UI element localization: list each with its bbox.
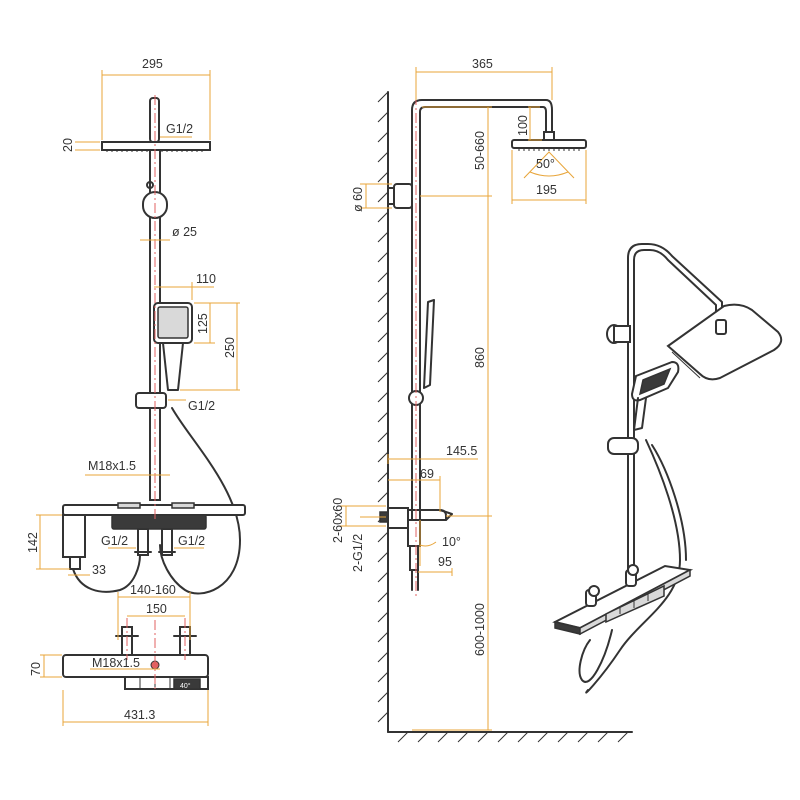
slide-holder [135,392,167,409]
dim-head-drop: 100 [516,115,530,136]
label-holder-thread: G1/2 [188,399,215,413]
perspective-head [666,303,783,381]
dim-rail-height: 860 [473,347,487,368]
dim-arm-projection: 365 [472,57,493,71]
label-head-thread: G1/2 [166,122,193,136]
dim-spout-length: 95 [438,555,452,569]
dim-valve-height: 142 [26,532,40,553]
overhead-shower-head [101,141,211,151]
dim-head-thickness: 20 [61,138,75,152]
top-view: 40° 140-160 150 70 M18x1.5 431.3 [29,583,209,726]
label-outlet-thread: M18x1.5 [88,459,136,473]
thermostatic-valve-front [62,502,246,593]
dim-total-width: 431.3 [124,708,155,722]
handheld-shower [153,302,193,391]
label-inlet-right: G1/2 [178,534,205,548]
dim-center-range: 140-160 [130,583,176,597]
dim-shelf-depth: 69 [420,467,434,481]
wall-bracket-side [393,183,413,209]
dim-spout-offset: 33 [92,563,106,577]
dim-inlet-spacing: 2-60x60 [331,498,345,543]
label-inlet-thread: 2-G1/2 [351,534,365,572]
hand-shower-side [423,299,435,389]
dim-head-size: 195 [536,183,557,197]
dim-mount-height: 600-1000 [473,603,487,656]
temp-indicator: 40° [180,682,191,690]
dim-flange-diameter: ø 60 [351,187,365,212]
shower-hose [159,407,241,595]
dim-adjust-range: 50-660 [473,131,487,170]
dim-hand-total-height: 250 [223,337,237,358]
dim-spray-angle: 50° [536,157,555,171]
dim-depth: 70 [29,662,43,676]
riser-pipe-side [411,99,553,521]
dim-tilt-angle: 10° [442,535,461,549]
side-view: 365 100 50-660 860 600-1000 ø 60 50° 195… [331,57,633,743]
perspective-hose [585,439,681,694]
dim-hand-width: 110 [196,272,216,286]
perspective-valve [552,564,694,636]
perspective-view [552,243,783,694]
front-view: 295 20 G1/2 ø 25 110 125 250 G1/2 M18x1.… [26,57,246,595]
label-inlet-left: G1/2 [101,534,128,548]
dim-hand-head-height: 125 [196,313,210,334]
perspective-riser [627,243,723,576]
dim-head-width: 295 [142,57,163,71]
dim-center-distance: 150 [146,602,167,616]
label-top-outlet-thread: M18x1.5 [92,656,140,670]
dim-valve-depth: 145.5 [446,444,477,458]
dim-pipe-diameter: ø 25 [172,225,197,239]
overhead-head-side [511,139,587,149]
